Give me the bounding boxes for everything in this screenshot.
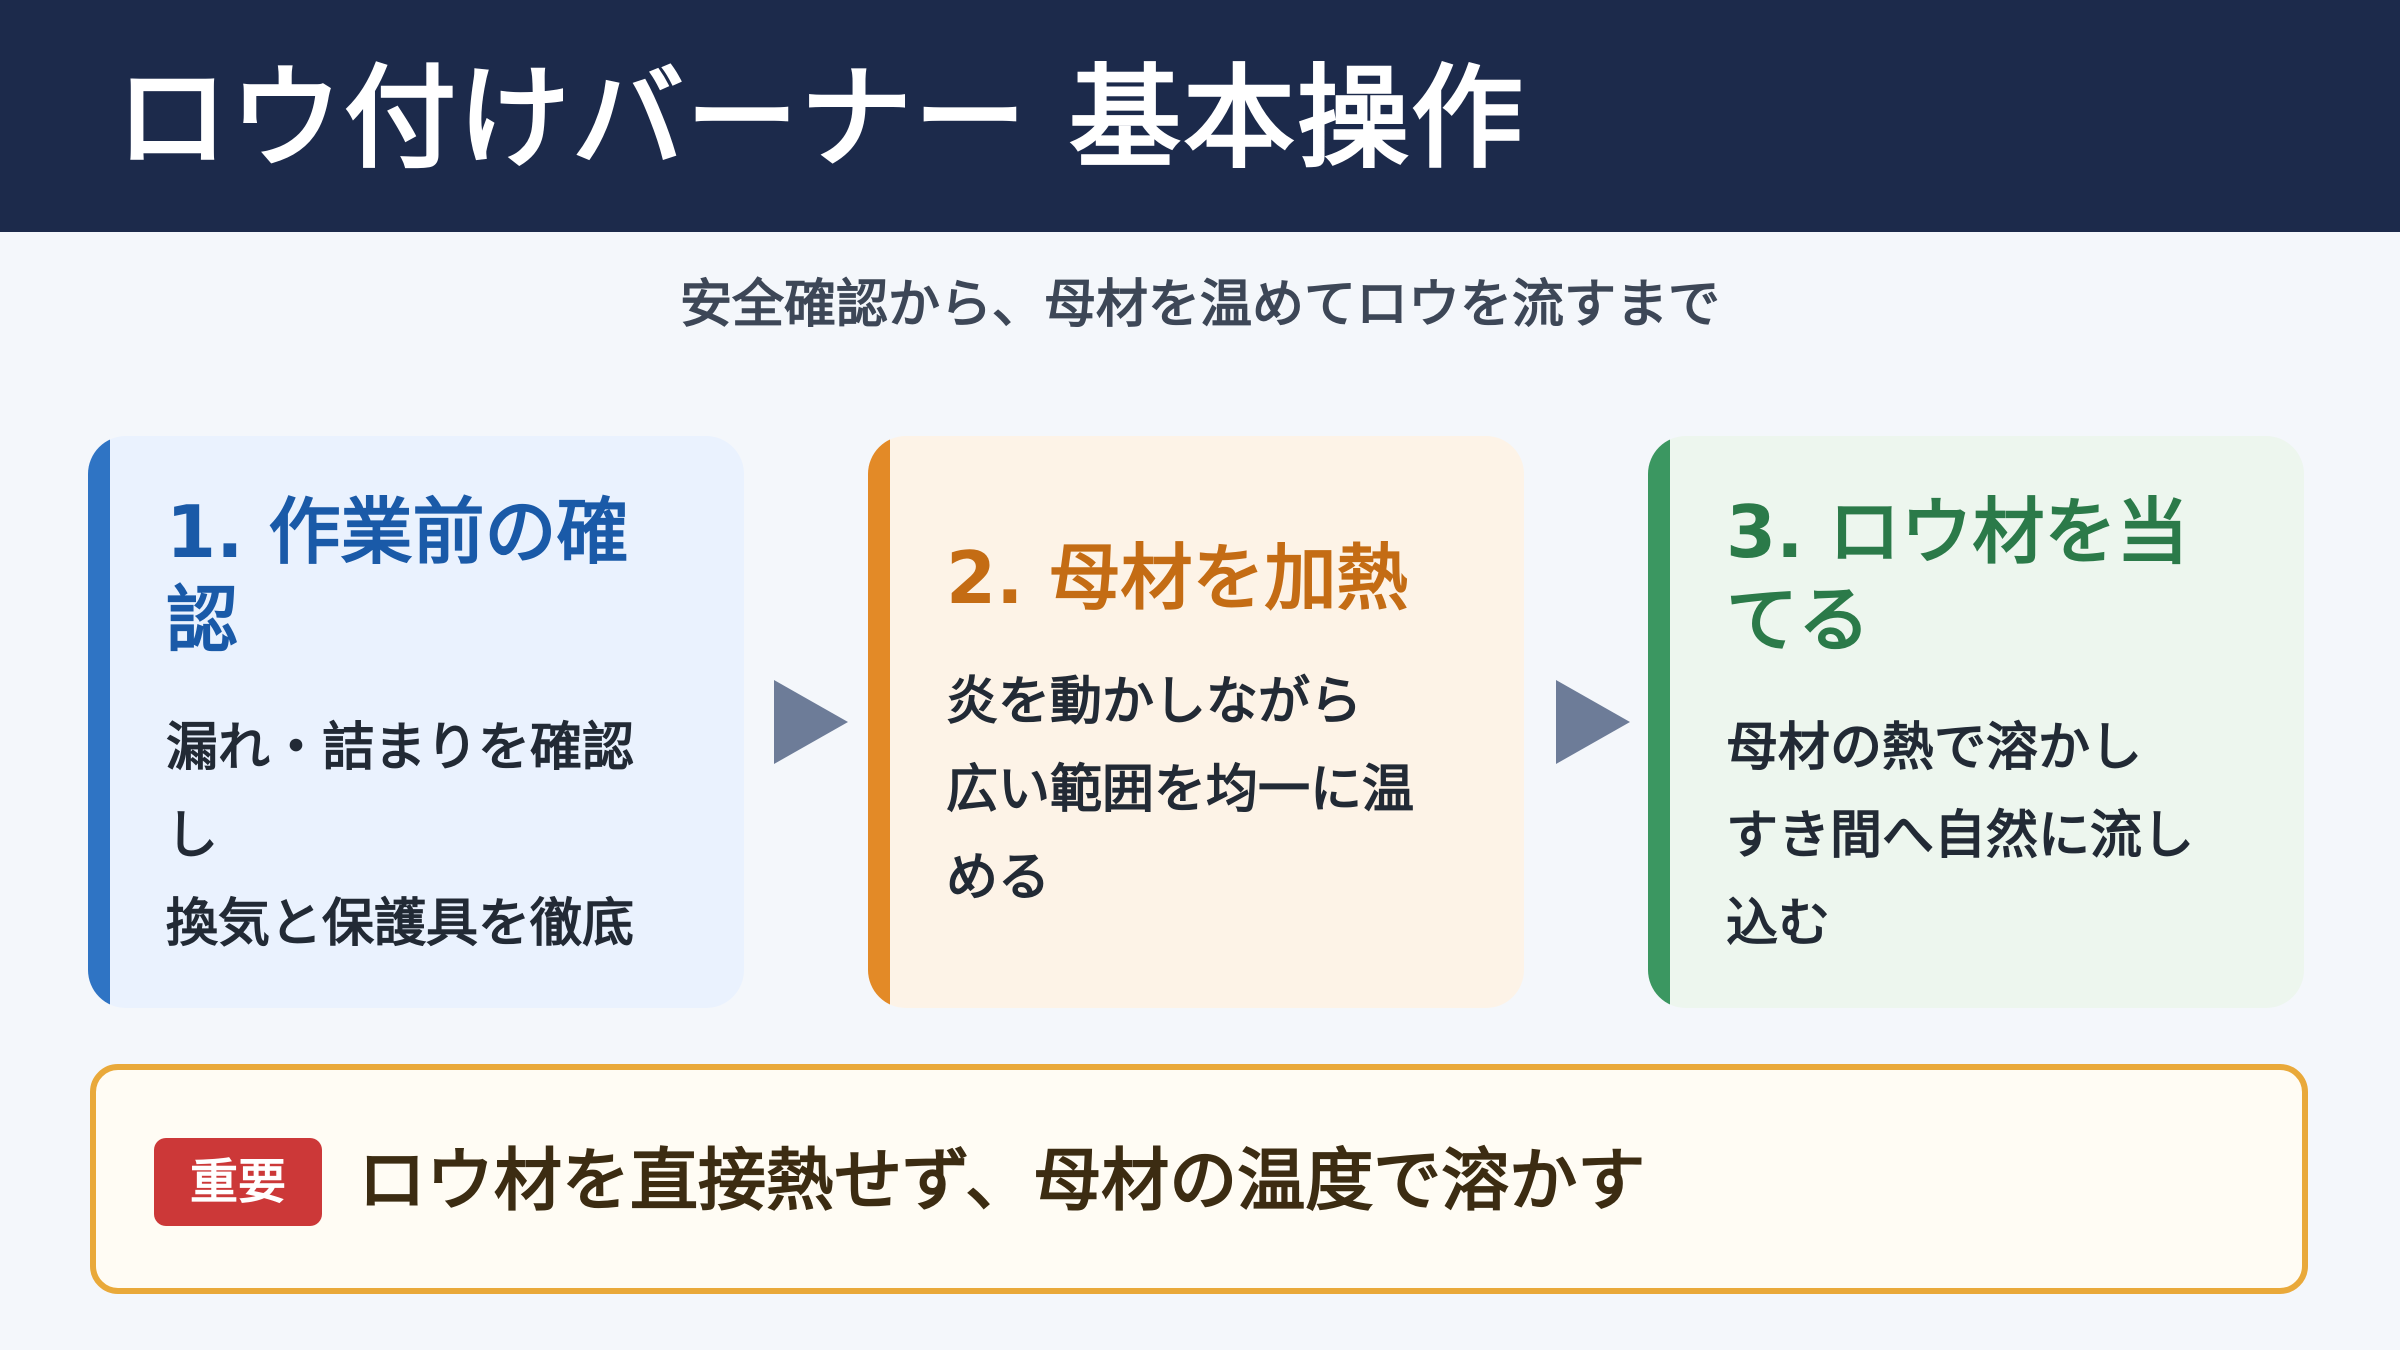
step-2-accent-bar xyxy=(868,436,890,1008)
important-note: 重要 ロウ材を直接熱せず、母材の温度で溶かす xyxy=(90,1064,2308,1294)
step-1-title-line: 1. 作業前の確 xyxy=(166,490,629,574)
step-3-title-line: 3. ロウ材を当 xyxy=(1726,490,2189,574)
right-triangle-arrow-icon xyxy=(1556,680,1630,764)
step-1-body-line: 換気と保護具を徹底 xyxy=(166,894,635,954)
step-card-2: 2. 母材を加熱 炎を動かしながら 広い範囲を均一に温 める xyxy=(868,436,1524,1008)
step-2-body-line: 広い範囲を均一に温 xyxy=(946,760,1415,820)
step-1-accent-bar xyxy=(88,436,110,1008)
step-2-title-line: 2. 母材を加熱 xyxy=(946,536,1409,620)
header-banner: ロウ付けバーナー 基本操作 xyxy=(0,0,2400,232)
important-badge: 重要 xyxy=(154,1138,322,1226)
page-title: ロウ付けバーナー 基本操作 xyxy=(116,54,1525,184)
step-1-title: 1. 作業前の確 認 xyxy=(166,488,726,664)
step-3-title-line: てる xyxy=(1726,578,1871,662)
important-note-text: ロウ材を直接熱せず、母材の温度で溶かす xyxy=(358,1142,1646,1221)
step-3-title: 3. ロウ材を当 てる xyxy=(1726,488,2286,664)
step-2-body-line: める xyxy=(946,848,1051,908)
step-3-body-line: すき間へ自然に流し xyxy=(1726,806,2195,866)
page-subtitle: 安全確認から、母材を温めてロウを流すまで xyxy=(679,275,1720,335)
step-card-3: 3. ロウ材を当 てる 母材の熱で溶かし すき間へ自然に流し 込む xyxy=(1648,436,2304,1008)
right-triangle-arrow-icon xyxy=(774,680,848,764)
step-3-body-line: 母材の熱で溶かし xyxy=(1726,718,2143,778)
step-1-title-line: 認 xyxy=(166,578,239,662)
step-1-body-line: 漏れ・詰まりを確認 xyxy=(166,718,635,778)
step-1-body-line: し xyxy=(166,806,219,866)
step-2-body-line: 炎を動かしながら xyxy=(946,672,1363,732)
step-2-title: 2. 母材を加熱 xyxy=(946,534,1506,622)
step-2-body: 炎を動かしながら 広い範囲を均一に温 める xyxy=(946,658,1506,922)
step-3-body: 母材の熱で溶かし すき間へ自然に流し 込む xyxy=(1726,704,2286,968)
step-3-accent-bar xyxy=(1648,436,1670,1008)
step-1-body: 漏れ・詰まりを確認 し 換気と保護具を徹底 xyxy=(166,704,726,968)
step-3-body-line: 込む xyxy=(1726,894,1831,954)
step-card-1: 1. 作業前の確 認 漏れ・詰まりを確認 し 換気と保護具を徹底 xyxy=(88,436,744,1008)
